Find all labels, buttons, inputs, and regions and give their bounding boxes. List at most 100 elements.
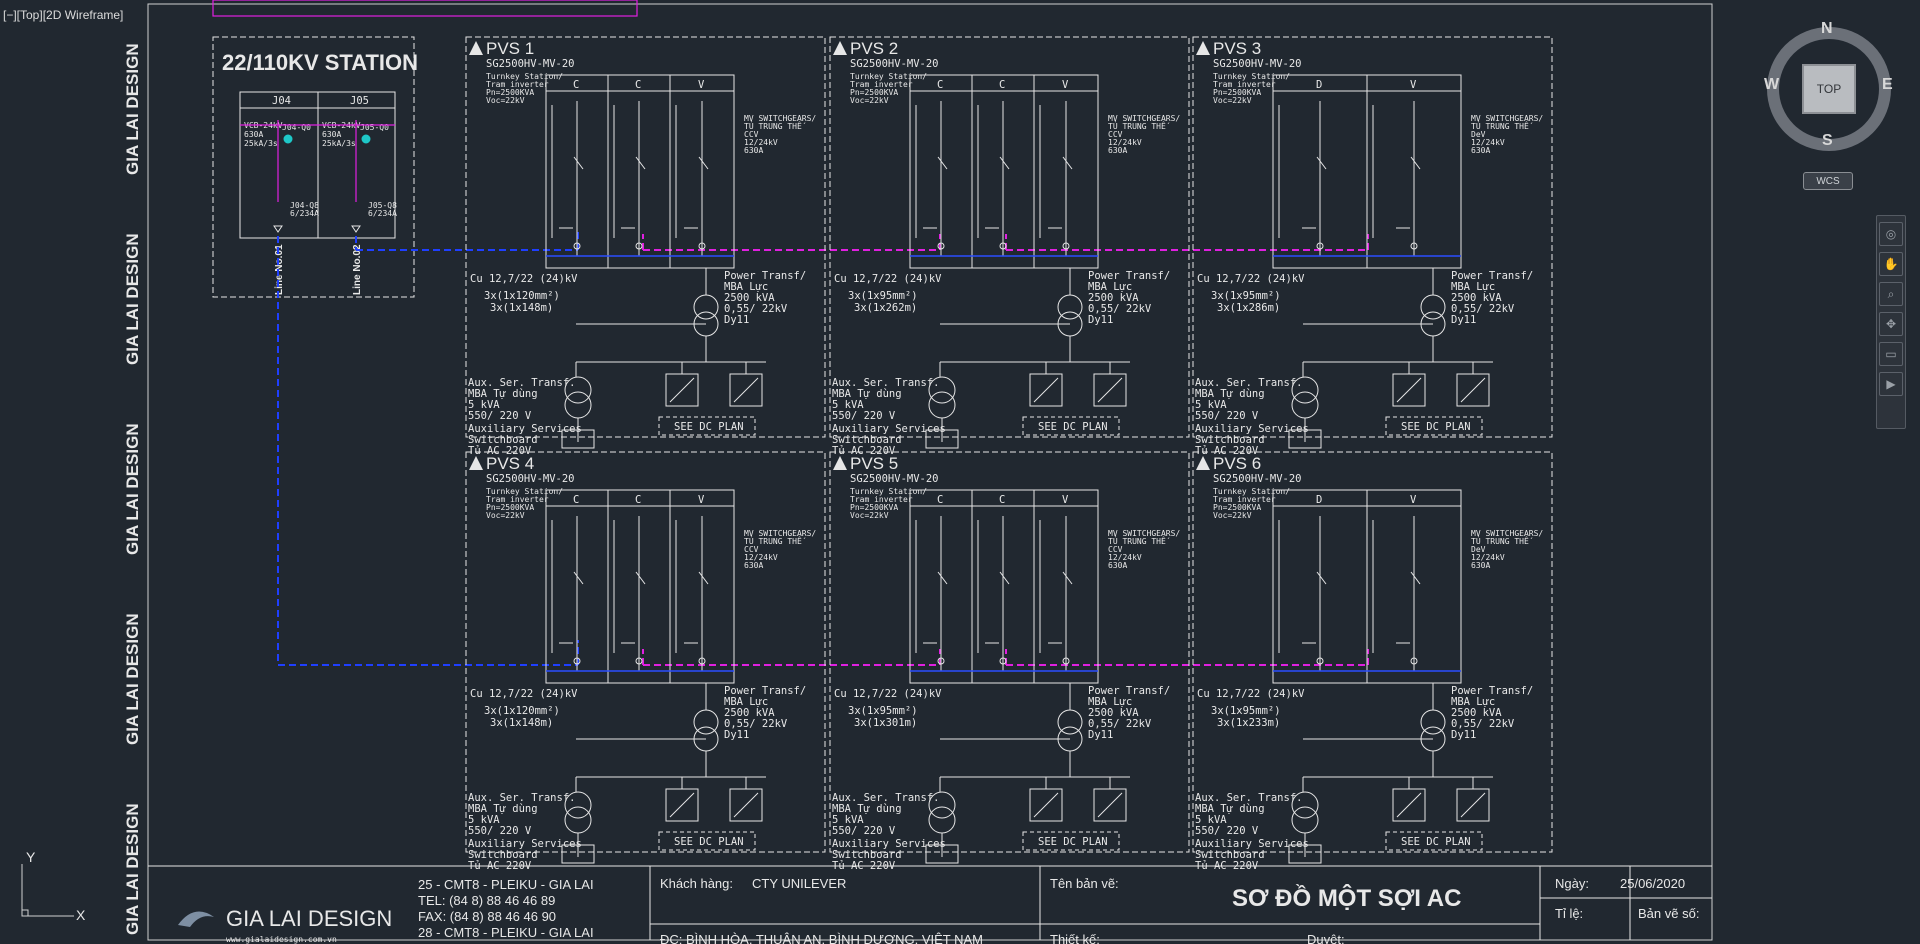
aux-transformer-spec: 5 kVA: [1195, 814, 1227, 826]
compass-east[interactable]: E: [1882, 76, 1893, 93]
power-transformer-spec: 2500 kVA: [1088, 707, 1139, 719]
inverter-box-icon: [665, 373, 699, 407]
showmotion-icon[interactable]: ▭: [1879, 342, 1903, 366]
aux-transformer-spec: MBA Tự dùng: [468, 388, 538, 400]
warning-triangle-icon: [469, 41, 483, 55]
compass-ring-icon: [1767, 27, 1891, 151]
orbit-icon[interactable]: ✥: [1879, 312, 1903, 336]
cable-size: 3x(1x95mm²): [1211, 705, 1281, 717]
inverter-box-icon: [1029, 788, 1063, 822]
switchgear-desc: MV SWITCHGEARS/: [1471, 114, 1543, 123]
switchgear-desc: TỦ TRUNG THẾ: [1471, 120, 1533, 131]
dc-plan-box: [1385, 831, 1483, 851]
switchgear-node-symbol: [573, 657, 581, 665]
inverter-box-icon: [1093, 788, 1127, 822]
power-transformer-symbol: [1420, 709, 1446, 735]
wcs-menu-button[interactable]: WCS: [1803, 172, 1853, 190]
aux-transformer-spec: 5 kVA: [832, 814, 864, 826]
showmotion-play-icon[interactable]: ▶: [1879, 372, 1903, 396]
pvs-inverter-model: SG2500HV-MV-20: [1213, 473, 1302, 485]
pan-hand-icon[interactable]: ✋: [1879, 252, 1903, 276]
power-transformer-spec: MBA Lực: [1451, 281, 1495, 293]
pvs-boundary: [465, 36, 826, 438]
power-transformer-spec: 0,55/ 22kV: [1088, 718, 1152, 730]
dc-plan-box: [658, 416, 756, 436]
pvs-inverter-model: SG2500HV-MV-20: [486, 58, 575, 70]
aux-switchboard-spec: Switchboard: [1195, 849, 1265, 861]
inverter-box-icon: [1392, 788, 1426, 822]
pvs-inverter-model: SG2500HV-MV-20: [850, 473, 939, 485]
switchgear-panel: [545, 489, 735, 684]
compass-west[interactable]: W: [1764, 76, 1780, 93]
station-22-110kv: 22/110KV STATIONJ04VCB-24kV630A25kA/3sJ0…: [212, 36, 418, 298]
station-bay-bottom-tag: J05-Q8: [368, 201, 397, 210]
switchgear-rating: 12/24kV: [1471, 138, 1505, 147]
pvs-boundary: [1192, 451, 1553, 853]
aux-switchboard-spec: Tủ AC 220V: [1195, 445, 1259, 457]
station-bay-bottom-tag: 6/234A: [368, 209, 397, 218]
date-label: Ngày:: [1555, 876, 1589, 891]
power-transformer-spec: 2500 kVA: [724, 707, 775, 719]
aux-transformer-symbol: [928, 391, 956, 419]
switchgear-cell-label: C: [635, 494, 641, 506]
compass-north[interactable]: N: [1821, 20, 1833, 37]
inverter-box-icon: [1456, 373, 1490, 407]
aux-switchboard-spec: Tủ AC 220V: [832, 445, 896, 457]
aux-transformer-spec: Aux. Ser. Transf.: [468, 792, 575, 804]
pvs-station-desc: Tram inverter: [486, 495, 549, 504]
switchgear-config: CCV: [744, 130, 759, 139]
switchgear-node-symbol: [1062, 242, 1070, 250]
drawing-title: SƠ ĐỒ MỘT SỢI AC: [1232, 884, 1461, 912]
power-transformer-spec: 0,55/ 22kV: [724, 303, 788, 315]
switchgear-cell-label: C: [937, 79, 943, 91]
inverter-box-icon: [1029, 373, 1063, 407]
warning-triangle-icon: [1196, 41, 1210, 55]
pvs-station-desc: Pn=2500KVA: [486, 503, 534, 512]
station-line-label: Line No.02: [352, 244, 363, 295]
aux-transformer-spec: 5 kVA: [468, 399, 500, 411]
cable-length: 3x(1x262m): [854, 302, 917, 314]
power-transformer-spec: 0,55/ 22kV: [1451, 303, 1515, 315]
aux-switchboard-spec: Switchboard: [832, 434, 902, 446]
power-transformer-spec: Power Transf/: [724, 270, 806, 282]
switchgear-node-symbol: [1410, 242, 1418, 250]
design-label: Thiết kế:: [1050, 932, 1100, 944]
pvs-boundary: [829, 36, 1190, 438]
steering-wheel-icon[interactable]: ◎: [1879, 222, 1903, 246]
view-cube[interactable]: N S E W TOP: [1764, 20, 1906, 160]
zoom-icon[interactable]: ⌕: [1879, 282, 1903, 306]
switchgear-node-symbol: [635, 657, 643, 665]
sheet-number-label: Bản vẽ số:: [1638, 906, 1699, 921]
aux-switchboard-symbol: [1288, 429, 1322, 449]
cable-type: Cu 12,7/22 (24)kV: [834, 273, 942, 285]
cable-type: Cu 12,7/22 (24)kV: [834, 688, 942, 700]
switchgear-desc: TỦ TRUNG THẾ: [744, 120, 806, 131]
aux-transformer-symbol: [564, 806, 592, 834]
watermark-text: GIA LAI DESIGN: [123, 613, 142, 745]
company-logo-text: GIA LAI DESIGN: [226, 906, 392, 931]
cable-length: 3x(1x301m): [854, 717, 917, 729]
aux-switchboard-symbol: [1288, 844, 1322, 864]
aux-transformer-symbol: [1291, 376, 1319, 404]
title-block: GIA LAI DESIGNwww.gialaidesign.com.vn25 …: [148, 865, 1712, 944]
pvs-inverter-model: SG2500HV-MV-20: [1213, 58, 1302, 70]
aux-switchboard-spec: Switchboard: [1195, 434, 1265, 446]
power-transformer-spec: Dy11: [1451, 314, 1476, 326]
compass-south[interactable]: S: [1822, 132, 1833, 149]
power-transformer-spec: 2500 kVA: [1088, 292, 1139, 304]
switchgear-rating: 12/24kV: [744, 138, 778, 147]
viewport-controls-label[interactable]: [−][Top][2D Wireframe]: [3, 8, 124, 22]
pvs-title: PVS 5: [850, 454, 898, 473]
switchgear-panel: [909, 74, 1099, 269]
view-cube-top-face[interactable]: TOP: [1804, 66, 1854, 112]
pvs-boundary: [829, 451, 1190, 853]
aux-switchboard-symbol: [925, 844, 959, 864]
switchgear-cell-label: C: [573, 494, 579, 506]
switchgear-rating: 630A: [1471, 561, 1490, 570]
